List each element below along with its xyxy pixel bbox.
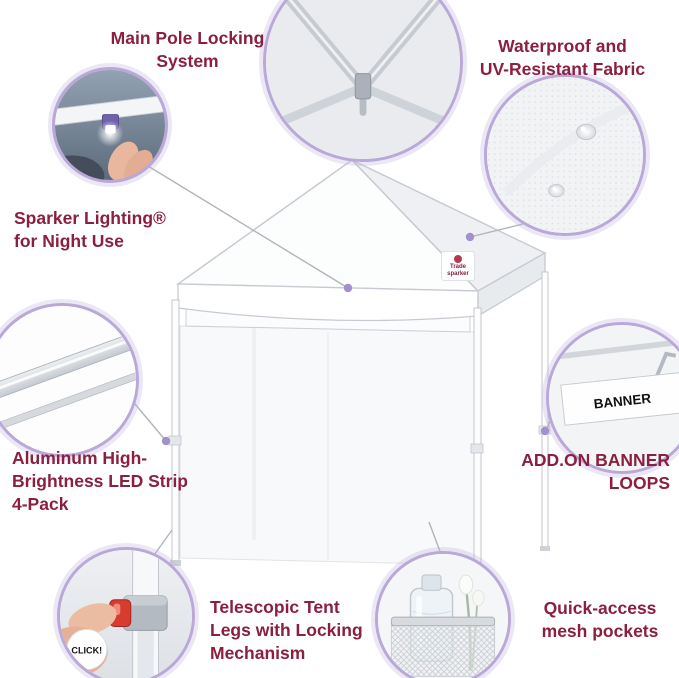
fabric-callout-circle [484, 74, 646, 236]
pole-lock-light-callout-circle [52, 67, 168, 183]
label-line: Mechanism [210, 643, 306, 664]
led-strip-callout-circle [0, 303, 139, 457]
banner-panel-icon: BANNER [560, 372, 679, 426]
led-light-icon [105, 125, 116, 134]
label-line: Aluminum High- [12, 448, 148, 468]
label-telescopic-legs: Telescopic Tent Legs with Locking Mechan… [210, 596, 400, 665]
brand-logo-text: Trade sparker [447, 264, 469, 277]
mesh-pocket-icon [390, 616, 496, 677]
telescopic-leg-photo: CLICK! [60, 550, 192, 678]
label-line: Waterproof and [498, 36, 627, 56]
lock-bracket-top [123, 595, 168, 606]
label-line: Brightness LED Strip [12, 471, 188, 492]
banner-sample-text: BANNER [593, 391, 652, 412]
label-line: mesh pockets [541, 621, 659, 642]
telescopic-leg-callout-circle: CLICK! [57, 547, 195, 678]
label-line: for Night Use [14, 231, 124, 252]
inner-leg-icon [137, 630, 154, 678]
label-line: Sparker Lighting® [14, 208, 166, 228]
label-line: Legs with Locking [210, 620, 363, 641]
label-line: 4-Pack [12, 494, 69, 515]
pole-lock-photo [55, 70, 165, 180]
frame-bar-icon [549, 339, 679, 361]
label-line: System [156, 51, 219, 72]
banner-loops-photo: BANNER [549, 325, 679, 471]
brand-logo: Trade sparker [441, 251, 475, 281]
label-line: LOOPS [608, 473, 670, 494]
banner-loops-callout-circle: BANNER [546, 322, 679, 474]
label-mesh-pockets: Quick-access mesh pockets [525, 597, 675, 643]
banner-loop-strap-icon [654, 351, 677, 378]
aluminum-led-bar-icon [0, 324, 136, 438]
label-sparker-lighting: Sparker Lighting® for Night Use [14, 207, 214, 253]
truss-hub-icon [354, 73, 372, 100]
water-droplet-icon [548, 123, 597, 198]
mesh-pocket-photo [378, 554, 508, 678]
label-line: UV-Resistant Fabric [479, 59, 646, 80]
frame-truss-photo [266, 0, 460, 159]
led-strip-photo [0, 306, 136, 454]
valance-front [177, 283, 479, 322]
brand-logo-mark-icon [454, 255, 462, 264]
frame-truss-callout-circle [263, 0, 463, 162]
fabric-photo [487, 77, 643, 233]
label-main-pole-locking: Main Pole Locking System [95, 27, 280, 73]
label-line: Telescopic Tent [210, 597, 340, 617]
mesh-pocket-callout-circle [375, 551, 511, 678]
label-line: Quick-access [543, 598, 657, 618]
label-led-strip: Aluminum High- Brightness LED Strip 4-Pa… [12, 447, 212, 516]
label-line: ADD.ON BANNER [521, 450, 670, 470]
label-banner-loops: ADD.ON BANNER LOOPS [480, 449, 670, 495]
tent-back-leg [252, 308, 256, 540]
label-waterproof-fabric: Waterproof and UV-Resistant Fabric [455, 35, 670, 81]
click-bubble: CLICK! [66, 628, 108, 671]
click-text: CLICK! [71, 645, 102, 655]
label-line: Main Pole Locking [110, 28, 265, 48]
